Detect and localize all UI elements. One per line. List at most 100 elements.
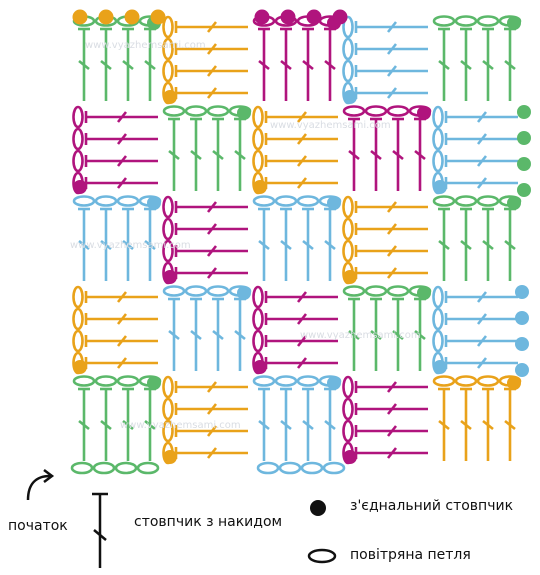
chain-stitch [94, 195, 118, 207]
slip-stitch-dot [306, 9, 322, 25]
chart-block [432, 375, 522, 461]
dc-stitch-bar [482, 59, 494, 71]
chain-stitch [206, 285, 230, 297]
dc-stitch-bar [206, 87, 218, 99]
chain-stitch [72, 307, 84, 331]
dc-stitch-bar [144, 419, 156, 431]
chain-stitch [342, 59, 354, 83]
chain-stitch [162, 105, 186, 117]
chain-stitch [476, 195, 500, 207]
chain-stitch [432, 15, 456, 27]
dc-stitch-bar [78, 59, 90, 71]
dc-stitch-bar [116, 155, 128, 167]
chain-stitch [386, 105, 410, 117]
chain-stitch [342, 397, 354, 421]
slip-stitch-dot [517, 157, 531, 171]
dc-stitch-bar [392, 149, 404, 161]
chain-stitch [300, 461, 324, 475]
chart-block [432, 15, 522, 101]
chain-stitch [116, 195, 140, 207]
dc-stitch-bar [280, 419, 292, 431]
dc-stitch-bar [258, 59, 270, 71]
chart-block [432, 105, 518, 195]
slip-stitch-dot [343, 450, 357, 464]
dc-stitch-bar [386, 447, 398, 459]
dc-stitch-bar [324, 59, 336, 71]
chain-stitch [364, 105, 388, 117]
slip-stitch-dot [147, 196, 161, 210]
dc-stitch-bar [234, 329, 246, 341]
dc-stitch-bar [296, 313, 308, 325]
chain-stitch [72, 105, 84, 129]
chain-stitch [252, 307, 264, 331]
chart-block [342, 195, 428, 285]
dc-stitch-bar [116, 291, 128, 303]
dc-stitch-bar [144, 59, 156, 71]
dc-stitch-bar [504, 59, 516, 71]
chart-block [432, 285, 518, 375]
chain-stitch [342, 285, 366, 297]
chart-block [252, 285, 338, 375]
dc-stitch-bar [386, 87, 398, 99]
dc-stitch-bar [482, 239, 494, 251]
slip-stitch-dot [332, 9, 348, 25]
chain-stitch [184, 105, 208, 117]
dc-stitch-bar [476, 155, 488, 167]
dc-stitch-bar [116, 357, 128, 369]
dc-stitch-bar [116, 111, 128, 123]
chain-stitch [72, 149, 84, 173]
chain-stitch [72, 329, 84, 353]
dc-stitch-bar [258, 419, 270, 431]
chart-block [162, 105, 252, 191]
chain-stitch [252, 285, 264, 309]
dc-stitch-bar [296, 291, 308, 303]
slip-stitch-dot [147, 376, 161, 390]
dc-stitch-bar [438, 59, 450, 71]
chain-stitch [92, 461, 116, 475]
dc-stitch-bar [116, 133, 128, 145]
chart-block [72, 375, 162, 461]
dc-stitch-bar [476, 177, 488, 189]
dc-stitch-bar [348, 329, 360, 341]
dc-stitch-bar [206, 21, 218, 33]
chain-stitch [252, 127, 264, 151]
chain-stitch [432, 105, 444, 129]
slip-stitch-dot [280, 9, 296, 25]
dc-stitch-bar [476, 291, 488, 303]
chart-block [252, 105, 338, 195]
slip-stitch-dot [253, 360, 267, 374]
chart-block [342, 15, 428, 105]
dc-stitch-bar [504, 419, 516, 431]
double-crochet-symbol-icon [92, 492, 108, 568]
chain-stitch [454, 15, 478, 27]
chain-stitch [162, 217, 174, 241]
slip-stitch-dot [163, 450, 177, 464]
slip-stitch-dot [73, 180, 87, 194]
dc-stitch-bar [280, 239, 292, 251]
dc-stitch-bar [258, 239, 270, 251]
dc-stitch-bar [206, 403, 218, 415]
chart-block [342, 375, 428, 465]
chain-stitch [116, 375, 140, 387]
chain-stitch [72, 127, 84, 151]
dc-stitch-bar [144, 239, 156, 251]
chart-block [72, 15, 162, 101]
chart-block [432, 195, 522, 281]
slip-stitch-dot [507, 196, 521, 210]
dc-stitch-bar [296, 111, 308, 123]
chart-block [162, 375, 248, 465]
chain-stitch [342, 37, 354, 61]
slip-stitch-dot [72, 9, 88, 25]
chart-block [162, 195, 248, 285]
chain-stitch [162, 15, 174, 39]
legend: початок стовпчик з накидом з'єднальний с… [0, 458, 540, 575]
dc-stitch-bar [100, 419, 112, 431]
chart-block [252, 375, 342, 461]
legend-slip-stitch-label: з'єднальний стовпчик [350, 498, 514, 514]
chain-stitch [296, 195, 320, 207]
dc-stitch-bar [386, 425, 398, 437]
chain-stitch [476, 375, 500, 387]
dc-stitch-bar [206, 65, 218, 77]
dc-stitch-bar [116, 313, 128, 325]
dc-stitch-bar [460, 419, 472, 431]
